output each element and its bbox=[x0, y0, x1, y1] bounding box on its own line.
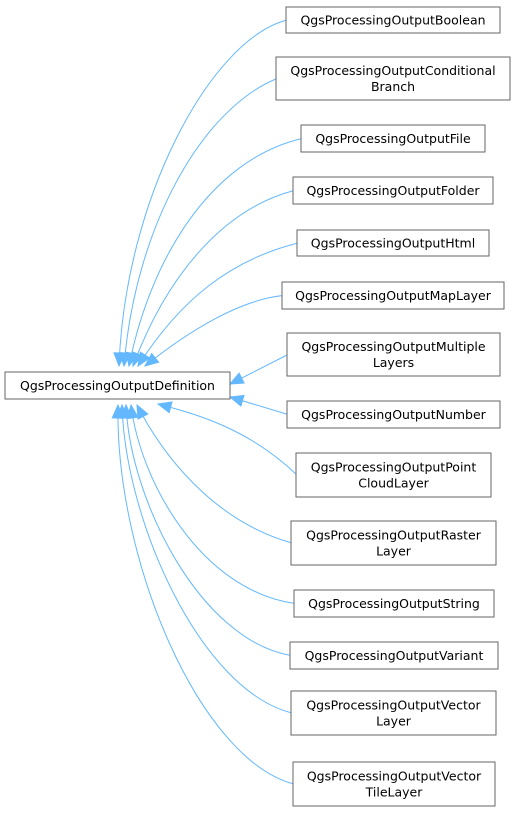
edge-line bbox=[117, 404, 295, 785]
derived-class-label: Layer bbox=[376, 544, 412, 559]
derived-class-label: QgsProcessingOutputVector bbox=[307, 769, 482, 784]
edge-multiple bbox=[228, 354, 289, 385]
derived-class-box bbox=[295, 452, 492, 498]
derived-class-label: QgsProcessingOutputVector bbox=[306, 698, 481, 713]
class-node-string[interactable]: QgsProcessingOutputString bbox=[293, 589, 495, 618]
class-nodes: QgsProcessingOutputDefinitionQgsProcessi… bbox=[4, 6, 511, 807]
derived-class-box bbox=[286, 400, 501, 429]
derived-class-label: QgsProcessingOutputNumber bbox=[301, 407, 487, 422]
derived-class-box bbox=[292, 176, 494, 205]
edge-line bbox=[128, 138, 303, 367]
derived-class-box bbox=[290, 690, 497, 736]
class-node-variant[interactable]: QgsProcessingOutputVariant bbox=[289, 641, 499, 670]
base-class-box bbox=[4, 371, 231, 400]
class-node-boolean[interactable]: QgsProcessingOutputBoolean bbox=[285, 6, 501, 34]
edge-raster bbox=[136, 403, 293, 544]
inheritance-arrowhead bbox=[228, 394, 245, 407]
edge-line bbox=[132, 190, 295, 367]
derived-class-label: QgsProcessingOutputBoolean bbox=[300, 13, 485, 28]
derived-class-label: CloudLayer bbox=[358, 476, 429, 491]
derived-class-label: QgsProcessingOutputPoint bbox=[311, 460, 477, 475]
inheritance-arrowhead bbox=[156, 401, 173, 414]
derived-class-label: QgsProcessingOutputMultiple bbox=[301, 339, 485, 354]
derived-class-box bbox=[286, 332, 501, 377]
derived-class-label: Layer bbox=[376, 714, 412, 729]
class-node-html[interactable]: QgsProcessingOutputHtml bbox=[296, 229, 490, 257]
edge-maplayer bbox=[143, 295, 284, 367]
inheritance-arrowhead bbox=[143, 352, 160, 367]
class-node-folder[interactable]: QgsProcessingOutputFolder bbox=[292, 176, 494, 205]
class-node-base[interactable]: QgsProcessingOutputDefinition bbox=[4, 371, 231, 400]
derived-class-label: QgsProcessingOutputHtml bbox=[311, 236, 475, 251]
derived-class-box bbox=[281, 281, 505, 310]
derived-class-box bbox=[293, 589, 495, 618]
derived-class-label: TileLayer bbox=[365, 785, 424, 800]
edge-pointcloud bbox=[156, 401, 298, 476]
inheritance-edges bbox=[111, 19, 303, 785]
edge-line bbox=[130, 404, 296, 604]
derived-class-label: QgsProcessingOutputVariant bbox=[305, 648, 484, 663]
derived-class-label: QgsProcessingOutputConditional bbox=[290, 63, 495, 78]
derived-class-label: Layers bbox=[373, 355, 414, 370]
class-node-maplayer[interactable]: QgsProcessingOutputMapLayer bbox=[281, 281, 505, 310]
derived-class-label: Branch bbox=[371, 79, 415, 94]
edge-string bbox=[126, 403, 296, 604]
class-node-file[interactable]: QgsProcessingOutputFile bbox=[300, 124, 486, 153]
derived-class-box bbox=[285, 6, 501, 34]
derived-class-label: QgsProcessingOutputRaster bbox=[306, 528, 482, 543]
derived-class-box bbox=[275, 56, 511, 101]
base-class-label: QgsProcessingOutputDefinition bbox=[20, 378, 215, 393]
edge-line bbox=[118, 19, 288, 367]
edge-vectortile bbox=[111, 403, 295, 785]
inheritance-arrowhead bbox=[136, 403, 149, 420]
edge-file bbox=[125, 138, 303, 368]
edge-number bbox=[228, 394, 289, 415]
edge-line bbox=[136, 404, 293, 544]
derived-class-label: QgsProcessingOutputString bbox=[308, 596, 480, 611]
edge-boolean bbox=[113, 19, 288, 368]
derived-class-label: QgsProcessingOutputFile bbox=[315, 131, 471, 146]
derived-class-label: QgsProcessingOutputFolder bbox=[306, 183, 480, 198]
class-node-number[interactable]: QgsProcessingOutputNumber bbox=[286, 400, 501, 429]
edge-line bbox=[137, 242, 299, 367]
derived-class-box bbox=[292, 761, 496, 807]
inheritance-arrowhead bbox=[111, 403, 124, 419]
edge-line bbox=[144, 295, 284, 367]
inheritance-arrowhead bbox=[228, 372, 245, 385]
edge-line bbox=[125, 404, 292, 656]
edge-html bbox=[137, 242, 299, 368]
edge-line bbox=[157, 403, 298, 476]
derived-class-box bbox=[296, 229, 490, 257]
edge-vector bbox=[116, 403, 293, 714]
derived-class-box bbox=[300, 124, 486, 153]
derived-class-label: QgsProcessingOutputMapLayer bbox=[295, 288, 492, 303]
edge-line bbox=[123, 78, 278, 367]
inheritance-arrowhead bbox=[137, 351, 151, 368]
derived-class-box bbox=[290, 520, 497, 566]
derived-class-box bbox=[289, 641, 499, 670]
edge-line bbox=[121, 404, 293, 714]
